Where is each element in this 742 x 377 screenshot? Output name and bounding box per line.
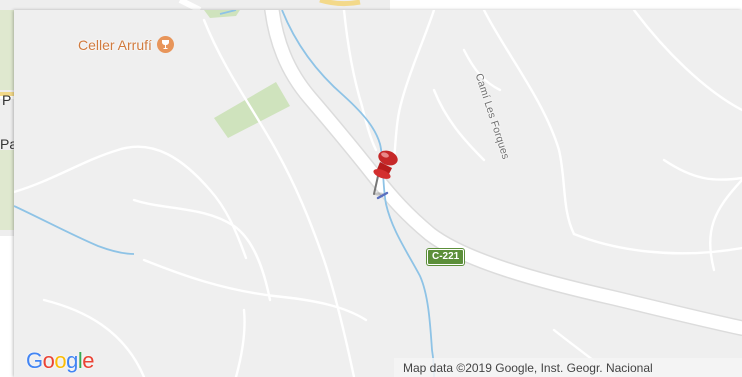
google-logo-letter: l <box>77 348 83 373</box>
google-logo-letter: G <box>26 348 43 373</box>
map-attribution[interactable]: Map data ©2019 Google, Inst. Geogr. Naci… <box>394 358 742 377</box>
main-road <box>265 10 742 335</box>
minor-road <box>392 10 436 162</box>
background-map-label: P <box>2 92 12 108</box>
google-logo-letter: o <box>54 348 67 373</box>
poi-celler-arrufi[interactable]: Celler Arrufí <box>78 36 174 53</box>
minor-road <box>132 198 272 302</box>
minor-road <box>662 158 742 181</box>
wine-glass-icon <box>156 36 174 53</box>
minor-road <box>462 48 502 92</box>
road-marker-dash <box>376 191 389 200</box>
minor-road <box>14 145 248 260</box>
google-logo[interactable]: Google <box>26 348 95 374</box>
minor-road <box>142 258 368 322</box>
red-pushpin-icon <box>373 150 398 196</box>
google-logo-letter: o <box>42 348 55 373</box>
map-graphics <box>14 10 742 377</box>
minor-road <box>432 88 486 162</box>
map-marker[interactable] <box>366 146 400 198</box>
stream <box>14 205 135 255</box>
poi-name: Celler Arrufí <box>78 36 152 53</box>
stream <box>281 10 435 377</box>
google-logo-letter: e <box>82 348 95 373</box>
minor-road <box>482 10 576 236</box>
background-map-label: Pa <box>0 136 18 152</box>
minor-road <box>342 10 378 152</box>
main-map-panel[interactable]: Celler Arrufí Camí Les Forques C-221 <box>14 10 742 377</box>
stream <box>219 10 237 15</box>
minor-road <box>572 232 742 255</box>
minor-road <box>234 308 246 377</box>
minor-road <box>709 178 742 272</box>
google-logo-letter: g <box>66 348 78 373</box>
minor-road <box>42 298 146 377</box>
road-shield-c221: C-221 <box>427 249 465 265</box>
minor-road <box>632 10 742 112</box>
